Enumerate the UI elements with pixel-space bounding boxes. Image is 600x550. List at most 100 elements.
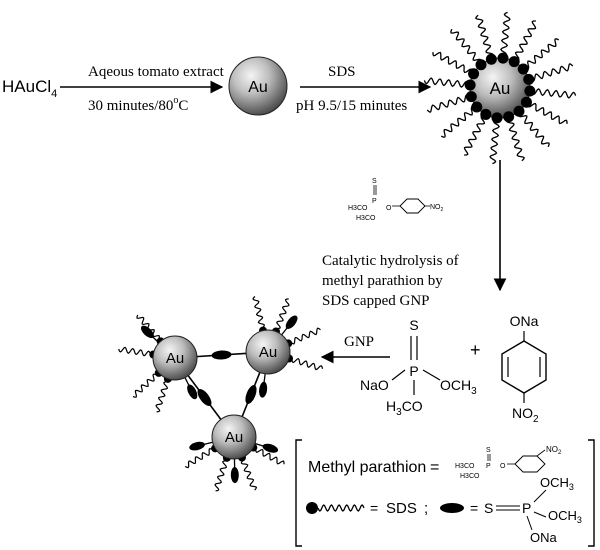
- sds-tail: [423, 77, 469, 88]
- legend-semicolon: ;: [424, 500, 428, 517]
- cluster-gnp-label-2: Au: [259, 344, 277, 361]
- sds-head: [520, 96, 532, 108]
- thiophosphate-bridge: [259, 381, 268, 398]
- sds-tail: [155, 381, 169, 413]
- thiophosphate-bridge: [211, 350, 232, 360]
- gold-nanoparticle: [228, 56, 288, 116]
- methyl-parathion-structure-small: S P H3CO H3CO O NO2: [348, 178, 444, 222]
- sds-head: [471, 101, 483, 113]
- sds-tail: [118, 346, 151, 357]
- sds-tail: [214, 460, 228, 492]
- svg-text:NO2: NO2: [430, 204, 444, 213]
- aggregated-gnp-cluster: [118, 296, 324, 492]
- step2-condition-below: pH 9.5/15 minutes: [296, 98, 407, 114]
- step1-condition-below: 30 minutes/80oC: [88, 95, 188, 114]
- svg-text:H3CO: H3CO: [356, 215, 376, 222]
- sds-head: [480, 108, 492, 120]
- svg-text:O: O: [500, 463, 506, 470]
- svg-text:S: S: [486, 447, 491, 454]
- sds-tail: [527, 102, 568, 125]
- svg-text:NO2: NO2: [512, 405, 539, 425]
- plus-sign: +: [470, 340, 481, 360]
- sds-head: [465, 91, 477, 103]
- sds-tail: [474, 14, 494, 58]
- sds-tail: [506, 118, 526, 162]
- step1-condition-above: Aqeous tomato extract: [88, 64, 225, 80]
- svg-text:H3CO: H3CO: [460, 473, 480, 480]
- dimethyl-phosphorothioate-structure: S P NaO OCH3 H3CO: [360, 317, 477, 418]
- sds-tail: [132, 373, 157, 398]
- svg-text:S: S: [484, 500, 493, 516]
- svg-text:ONa: ONa: [510, 313, 539, 329]
- sds-tail: [240, 459, 258, 491]
- gold-nanoparticle-label: Au: [248, 79, 268, 96]
- svg-text:P: P: [372, 198, 377, 205]
- thiophosphate-bridge: [197, 389, 212, 406]
- sds-capped-gold-label: Au: [490, 79, 511, 98]
- svg-text:S: S: [372, 178, 377, 185]
- svg-text:OCH3: OCH3: [540, 475, 574, 492]
- legend-equals-2: =: [370, 500, 378, 516]
- legend-methyl-parathion: Methyl parathion: [308, 459, 426, 476]
- svg-text:P: P: [522, 500, 531, 516]
- svg-text:ONa: ONa: [530, 530, 558, 545]
- svg-text:NO2: NO2: [546, 445, 562, 456]
- sds-tail: [463, 115, 486, 156]
- thiophosphate-bridge: [140, 325, 154, 339]
- legend-sds: SDS: [386, 500, 417, 517]
- sds-head: [517, 63, 529, 75]
- legend-equals-1: =: [430, 459, 439, 476]
- sds-tail: [450, 28, 482, 64]
- svg-text:S: S: [409, 317, 418, 333]
- svg-text:NaO: NaO: [360, 377, 389, 393]
- methyl-parathion-structure-legend: S P H3CO H3CO O NO2: [455, 445, 562, 480]
- svg-text:P: P: [486, 463, 491, 470]
- sds-tail: [518, 112, 550, 148]
- sds-legend-symbol: [306, 502, 365, 514]
- sds-head: [464, 79, 476, 91]
- sds-tail: [440, 106, 476, 138]
- svg-text:=: =: [470, 500, 478, 516]
- sds-head: [503, 111, 515, 123]
- sds-tail: [276, 298, 290, 330]
- sds-tail: [252, 296, 266, 329]
- sds-tail: [524, 38, 560, 70]
- sds-tail: [184, 448, 213, 469]
- step2-condition-above: SDS: [328, 64, 356, 80]
- sds-head: [497, 52, 509, 64]
- reactant-label: HAuCl4: [2, 77, 57, 100]
- cluster-gnp-label-1: Au: [166, 350, 184, 367]
- thiophosphate-bridge: [262, 443, 279, 453]
- sds-head: [523, 73, 535, 85]
- svg-text:OCH3: OCH3: [548, 508, 582, 525]
- sds-tail: [432, 51, 473, 74]
- svg-text:H3CO: H3CO: [386, 398, 423, 418]
- sds-tail: [489, 119, 500, 165]
- sodium-nitrophenolate-structure: ONa NO2: [501, 313, 547, 425]
- sds-head: [491, 112, 503, 124]
- gold-core: [245, 329, 291, 375]
- thiophosphate-bridge: [187, 384, 198, 400]
- bridge-legend-symbol: = S P OCH3 OCH3 ONa: [440, 475, 582, 545]
- sds-head: [513, 105, 525, 117]
- gold-core: [211, 414, 257, 460]
- hydrolysis-caption: Catalytic hydrolysis of methyl parathion…: [322, 253, 462, 309]
- thiophosphate-bridge: [230, 466, 239, 483]
- svg-text:P: P: [409, 363, 418, 379]
- svg-text:O: O: [386, 205, 392, 212]
- sds-capped-gold-nanoparticle: [423, 11, 577, 165]
- thiophosphate-bridge: [285, 315, 298, 329]
- sds-head: [508, 56, 520, 68]
- sds-tail: [500, 11, 511, 57]
- sds-tail: [514, 20, 537, 61]
- svg-text:H3CO: H3CO: [348, 205, 368, 212]
- thiophosphate-bridge: [245, 385, 257, 404]
- sds-tail: [291, 357, 324, 371]
- sds-head: [524, 85, 536, 97]
- gold-core: [152, 335, 198, 381]
- sds-tail: [531, 88, 577, 99]
- svg-text:OCH3: OCH3: [440, 377, 477, 397]
- step3-condition-above: GNP: [344, 334, 374, 350]
